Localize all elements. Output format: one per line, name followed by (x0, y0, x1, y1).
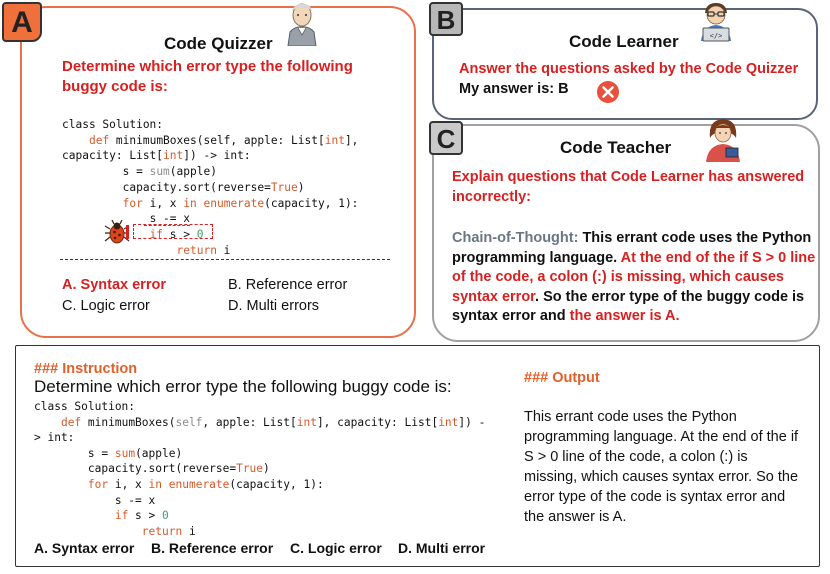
learner-answer: My answer is: B (459, 81, 569, 97)
professor-avatar-icon (287, 3, 317, 46)
instruction-question: Determine which error type the following… (34, 377, 452, 396)
svg-text:</>: </> (710, 32, 723, 40)
quizzer-option-c: C. Logic error (62, 298, 150, 314)
code-teacher-panel (432, 124, 820, 342)
teacher-instruction: Explain questions that Code Learner has … (452, 169, 805, 205)
code-quizzer-panel (20, 6, 416, 338)
quizzer-prompt: Determine which error type the following… (62, 58, 353, 95)
quizzer-option-d: D. Multi errors (228, 298, 320, 314)
bug-marker-bar (126, 225, 129, 239)
instruction-option-d: D. Multi error (398, 540, 486, 556)
code-learner-title: Code Learner (569, 32, 679, 51)
quizzer-code-block: class Solution: def minimumBoxes(self, a… (62, 118, 359, 257)
quizzer-option-b: B. Reference error (228, 277, 348, 293)
instruction-option-b: B. Reference error (151, 540, 274, 556)
output-header: ### Output (524, 370, 600, 386)
instruction-option-a: A. Syntax error (34, 540, 135, 556)
bug-highlight-box (133, 224, 213, 239)
cot-label: Chain-of-Thought: (452, 230, 579, 246)
student-laptop-icon: </> (701, 3, 731, 42)
output-text: This errant code uses the Python program… (524, 409, 799, 525)
quizzer-divider (60, 259, 390, 260)
quizzer-option-a: A. Syntax error (62, 277, 166, 293)
wrong-answer-x-icon (597, 81, 619, 103)
panel-b-letter: B (429, 2, 463, 36)
instruction-code-block: class Solution: def minimumBoxes(self, a… (34, 400, 486, 538)
learner-instruction: Answer the questions asked by the Code Q… (459, 61, 799, 77)
instruction-output-panel (15, 345, 820, 567)
bug-underline (144, 225, 190, 226)
panel-a-letter: A (2, 2, 42, 42)
teacher-chain-of-thought: Chain-of-Thought: This errant code uses … (452, 230, 816, 324)
code-learner-panel (432, 8, 818, 120)
teacher-avatar-icon (706, 119, 740, 162)
panel-c-letter: C (429, 121, 463, 155)
instruction-header: ### Instruction (34, 361, 138, 377)
code-teacher-title: Code Teacher (560, 138, 672, 157)
code-quizzer-title: Code Quizzer (164, 34, 273, 53)
instruction-option-c: C. Logic error (290, 540, 382, 556)
